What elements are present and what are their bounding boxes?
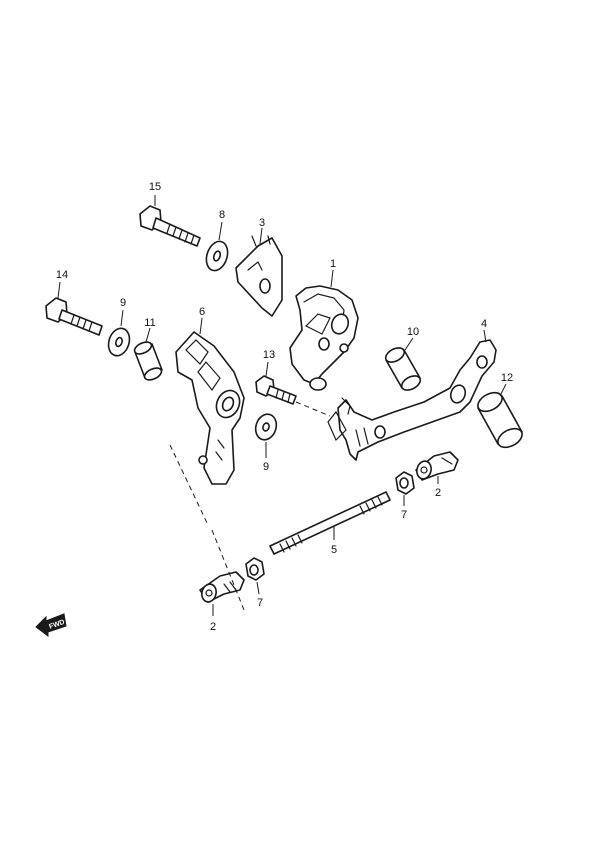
part-9-washer-lower[interactable] (252, 412, 279, 443)
callout-6: 6 (199, 306, 205, 318)
callout-9-lower: 9 (263, 461, 269, 473)
callout-2-lower: 2 (210, 621, 216, 633)
part-14-bolt[interactable] (45, 297, 103, 336)
callout-10: 10 (407, 326, 419, 338)
callout-11: 11 (144, 317, 155, 329)
part-10-collar[interactable] (383, 345, 422, 393)
part-4-linkage-plate[interactable] (327, 339, 497, 461)
part-15-bolt[interactable] (139, 205, 201, 247)
callout-7-lower: 7 (257, 597, 263, 609)
part-2-rod-end-lower[interactable] (199, 571, 245, 604)
fwd-direction-arrow-icon: FWD (35, 613, 67, 637)
part-9-washer-upper[interactable] (105, 326, 133, 359)
alignment-line-upper (295, 401, 331, 417)
callout-14: 14 (56, 269, 68, 281)
part-1-cam-lever[interactable] (289, 285, 359, 391)
part-12-collar[interactable] (475, 389, 525, 451)
callout-7-right: 7 (401, 509, 407, 521)
callout-3: 3 (259, 217, 265, 229)
callout-12: 12 (501, 372, 513, 384)
callout-2-right: 2 (435, 487, 441, 499)
part-3-bracket[interactable] (235, 235, 283, 317)
callout-13: 13 (263, 349, 275, 361)
callout-5: 5 (331, 544, 337, 556)
callout-15: 15 (149, 181, 161, 193)
part-7-nut-lower[interactable] (245, 557, 265, 581)
callout-4: 4 (481, 318, 487, 330)
part-13-bolt[interactable] (255, 375, 297, 405)
alignment-line-lever (169, 444, 209, 526)
part-6-lever[interactable] (175, 331, 245, 485)
callout-9-upper: 9 (120, 297, 126, 309)
part-5-threaded-rod[interactable] (269, 491, 391, 555)
part-2-rod-end-right[interactable] (415, 451, 459, 481)
callout-1: 1 (330, 258, 336, 270)
part-11-collar[interactable] (133, 340, 164, 383)
part-7-nut-right[interactable] (395, 471, 415, 495)
callout-8: 8 (219, 209, 225, 221)
part-8-washer[interactable] (203, 239, 231, 274)
